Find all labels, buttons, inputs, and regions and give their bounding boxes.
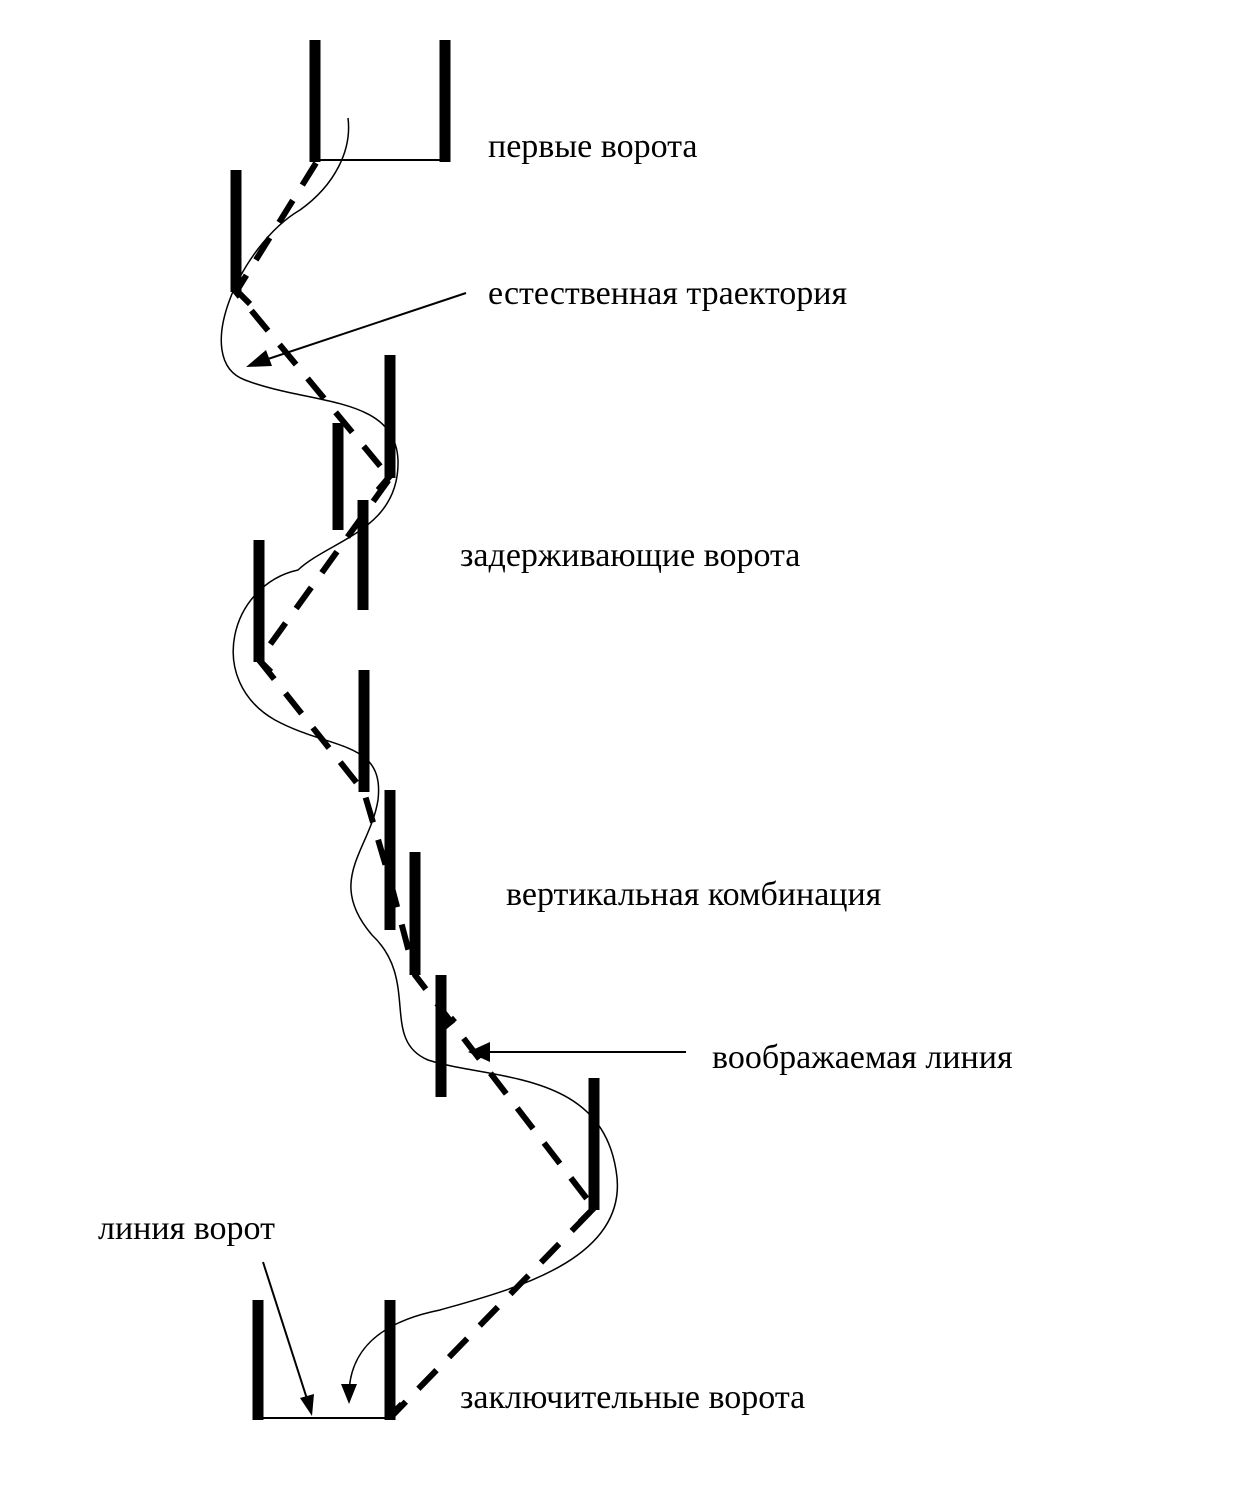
label-vertical-combination: вертикальная комбинация — [506, 876, 882, 913]
gate-5 — [253, 540, 274, 675]
label-first-gate: первые ворота — [488, 128, 698, 165]
label-final-gate: заключительные ворота — [460, 1379, 805, 1416]
imaginary-line-pointer — [468, 1042, 686, 1062]
first-gate — [309, 40, 451, 162]
imaginary-line-arrowhead — [468, 1042, 490, 1062]
natural-trajectory-curve — [220, 117, 619, 1399]
natural-trajectory-end-arrowhead — [341, 1384, 357, 1404]
gate-line-arrowhead — [300, 1394, 314, 1416]
natural-trajectory-arrowhead — [246, 350, 272, 367]
natural-trajectory-pointer-line — [261, 292, 467, 362]
natural-trajectory-pointer — [246, 292, 467, 367]
vertical-combination — [358, 670, 457, 1097]
gate-10 — [577, 1078, 600, 1225]
gate-line-pointer-line — [262, 1261, 309, 1403]
final-gate — [252, 1300, 405, 1420]
gate-line-pointer — [262, 1261, 314, 1416]
label-delay-gate: задерживающие ворота — [460, 537, 800, 574]
label-natural-trajectory: естественная траектория — [488, 275, 847, 312]
label-gate-line: линия ворот — [98, 1210, 275, 1247]
label-imaginary-line: воображаемая линия — [712, 1039, 1013, 1076]
imaginary-dashed-path — [232, 161, 598, 1421]
